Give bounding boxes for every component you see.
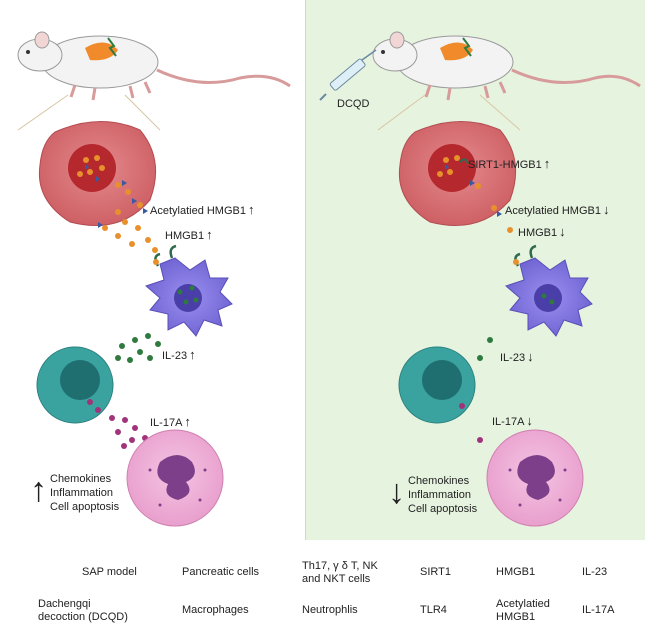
label-il17a-right: IL-17A↓ bbox=[492, 414, 533, 429]
macrophage-right bbox=[505, 244, 593, 337]
il17a-release-right bbox=[477, 437, 483, 443]
legend-macrophages: Macrophages bbox=[182, 604, 249, 616]
label-text: IL-17A bbox=[150, 417, 183, 429]
down-arrow-icon: ↓ bbox=[527, 349, 534, 364]
label-text: HMGB1 bbox=[518, 227, 558, 239]
t-cell-left bbox=[36, 346, 114, 424]
up-arrow-icon: ↑ bbox=[247, 202, 255, 217]
effect-item: Chemokines bbox=[50, 473, 112, 485]
pancreatic-cell-right bbox=[398, 121, 517, 226]
hmgb1-release-left bbox=[98, 202, 158, 253]
legend-dcqd: Dachengqi decoction (DCQD) bbox=[38, 598, 128, 624]
neutrophil-left bbox=[126, 429, 224, 527]
down-arrow-icon: ↓ bbox=[526, 413, 533, 428]
legend-acetylated: Acetylatied HMGB1 bbox=[496, 598, 550, 624]
syringe-icon bbox=[319, 49, 377, 101]
legend-il17a: IL-17A bbox=[582, 604, 615, 616]
up-arrow-icon: ↑ bbox=[543, 156, 551, 171]
effect-item: Cell apoptosis bbox=[408, 503, 478, 515]
effect-item: Inflammation bbox=[408, 489, 471, 501]
effects-up-arrow-icon: ↑ bbox=[30, 471, 47, 509]
neutrophil-right bbox=[486, 429, 584, 527]
label-acetylated-hmgb1-right: Acetylatied HMGB1↓ bbox=[505, 203, 609, 218]
effects-down-arrow-icon: ↓ bbox=[388, 473, 405, 511]
up-arrow-icon: ↑ bbox=[206, 227, 213, 242]
effect-item: Cell apoptosis bbox=[50, 501, 120, 513]
label-text: IL-23 bbox=[500, 352, 526, 364]
effects-list-right: Chemokines Inflammation Cell apoptosis bbox=[408, 474, 477, 516]
pancreatic-cell-left bbox=[38, 121, 157, 226]
label-text: IL-23 bbox=[162, 350, 188, 362]
macrophage-left bbox=[145, 244, 233, 337]
up-arrow-icon: ↑ bbox=[189, 347, 196, 362]
label-dcqd: DCQD bbox=[337, 98, 370, 110]
il23-release-right bbox=[477, 337, 493, 361]
hmgb1-release-right bbox=[491, 205, 513, 233]
label-text: Acetylatied HMGB1 bbox=[150, 205, 246, 217]
legend-th17-line2: and NKT cells bbox=[302, 573, 371, 585]
panel-divider bbox=[305, 0, 306, 540]
legend-th17: Th17, γ δ T, NK and NKT cells bbox=[302, 560, 378, 586]
t-cell-right bbox=[398, 346, 476, 424]
legend-il23: IL-23 bbox=[582, 566, 608, 578]
label-hmgb1-right: HMGB1↓ bbox=[518, 225, 566, 240]
rat-left bbox=[17, 31, 291, 101]
label-sirt1-hmgb1: SIRT1-HMGB1↑ bbox=[468, 157, 550, 172]
label-il17a-left: IL-17A↑ bbox=[150, 415, 191, 430]
legend-acetylated-line2: HMGB1 bbox=[496, 611, 536, 623]
legend-pancreatic: Pancreatic cells bbox=[182, 566, 260, 578]
label-text: Acetylatied HMGB1 bbox=[505, 205, 601, 217]
label-text: HMGB1 bbox=[165, 230, 205, 242]
il17a-release-left bbox=[109, 415, 148, 449]
label-il23-right: IL-23↓ bbox=[500, 350, 534, 365]
label-text: IL-17A bbox=[492, 416, 525, 428]
legend-sirt1: SIRT1 bbox=[420, 566, 451, 578]
right-panel-dcqd bbox=[305, 0, 645, 540]
effect-item: Chemokines bbox=[408, 475, 470, 487]
rat-right bbox=[372, 31, 641, 101]
label-hmgb1-left: HMGB1↑ bbox=[165, 228, 213, 243]
effect-item: Inflammation bbox=[50, 487, 113, 499]
legend-dcqd-line1: Dachengqi bbox=[38, 598, 91, 610]
effects-list-left: Chemokines Inflammation Cell apoptosis bbox=[50, 472, 119, 514]
down-arrow-icon: ↓ bbox=[559, 224, 566, 239]
label-acetylated-hmgb1-left: Acetylatied HMGB1↑ bbox=[150, 203, 254, 218]
legend-dcqd-line2: decoction (DCQD) bbox=[38, 611, 128, 623]
label-il23-left: IL-23↑ bbox=[162, 348, 196, 363]
legend-tlr4: TLR4 bbox=[420, 604, 447, 616]
label-text: SIRT1-HMGB1 bbox=[468, 159, 542, 171]
legend-acetylated-line1: Acetylatied bbox=[496, 598, 550, 610]
legend-hmgb1: HMGB1 bbox=[496, 566, 536, 578]
down-arrow-icon: ↓ bbox=[602, 202, 610, 217]
legend-th17-line1: Th17, γ δ T, NK bbox=[302, 560, 378, 572]
up-arrow-icon: ↑ bbox=[184, 414, 191, 429]
legend bbox=[0, 540, 645, 640]
legend-neutrophils: Neutrophlis bbox=[302, 604, 358, 616]
legend-sap-model: SAP model bbox=[82, 566, 137, 578]
il23-release-left bbox=[115, 333, 161, 363]
